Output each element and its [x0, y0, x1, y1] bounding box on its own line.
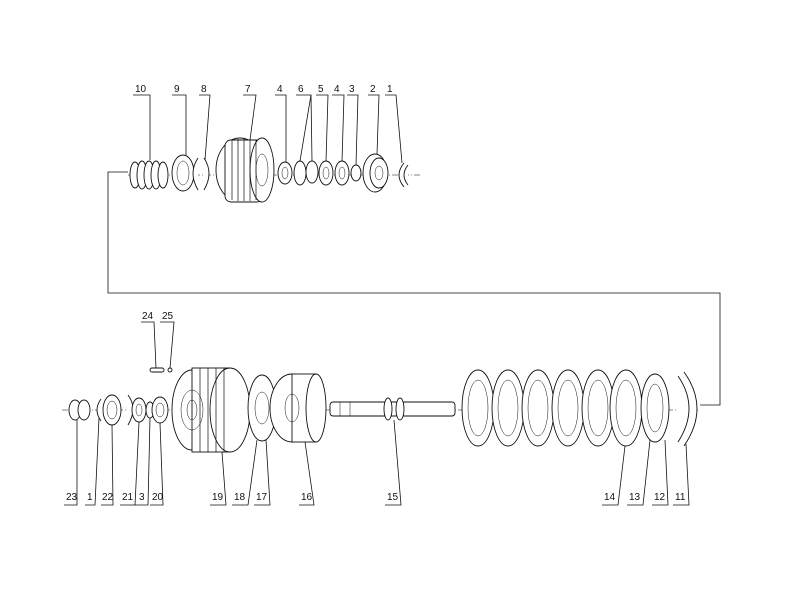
label-2: 2 — [370, 84, 376, 95]
label-22: 22 — [102, 492, 114, 503]
label-3: 3 — [349, 84, 355, 95]
mid-labels: 24 25 — [142, 311, 174, 322]
label-8: 8 — [201, 84, 207, 95]
label-5: 5 — [318, 84, 324, 95]
top-assembly — [128, 137, 420, 203]
label-15: 15 — [387, 492, 399, 503]
part-10-spring — [129, 160, 169, 190]
part-2-ball-bearing — [362, 153, 389, 193]
part-22-ring — [102, 394, 122, 426]
label-4-a: 4 — [277, 84, 283, 95]
part-12-plate — [640, 373, 670, 443]
part-3-washer — [350, 164, 362, 182]
label-4-b: 4 — [334, 84, 340, 95]
label-20: 20 — [152, 492, 164, 503]
part-24-25-pins — [149, 367, 173, 373]
label-16: 16 — [301, 492, 313, 503]
part-19-drum-gear — [171, 367, 251, 453]
label-7: 7 — [245, 84, 251, 95]
label-11: 11 — [675, 492, 686, 503]
part-7-gear — [215, 137, 275, 203]
label-18: 18 — [234, 492, 246, 503]
part-1-circlip-b — [96, 398, 102, 422]
label-6: 6 — [298, 84, 304, 95]
label-13: 13 — [629, 492, 641, 503]
part-11-circlip — [677, 371, 698, 447]
label-12: 12 — [654, 492, 666, 503]
part-1-circlip — [398, 162, 409, 188]
part-20-bearing — [151, 396, 169, 424]
label-1: 1 — [387, 84, 393, 95]
label-24: 24 — [142, 311, 154, 322]
label-19: 19 — [212, 492, 224, 503]
label-1-b: 1 — [87, 492, 93, 503]
label-10: 10 — [135, 84, 147, 95]
connector-frame — [107, 171, 721, 406]
part-6-washers — [293, 160, 319, 186]
bottom-labels: 23 1 22 21 3 20 19 18 17 16 15 14 13 12 … — [66, 492, 686, 503]
label-17: 17 — [256, 492, 268, 503]
part-9-ring — [171, 154, 195, 192]
part-16-hub-gear — [269, 373, 327, 443]
part-23-ring — [68, 399, 91, 421]
label-21: 21 — [122, 492, 134, 503]
part-5-ring — [318, 160, 334, 186]
top-labels: 10 9 8 7 4 6 5 4 3 2 1 — [135, 84, 393, 95]
label-23: 23 — [66, 492, 78, 503]
label-9: 9 — [174, 84, 180, 95]
part-21-bearing — [131, 397, 147, 423]
label-25: 25 — [162, 311, 174, 322]
label-14: 14 — [604, 492, 616, 503]
leader-lines — [64, 94, 690, 506]
part-8-snap-ring — [192, 157, 210, 191]
part-4-bearing-b — [334, 160, 350, 186]
part-4-bearing-a — [277, 161, 293, 185]
part-14-13-clutch-plates — [461, 369, 643, 447]
label-3-b: 3 — [139, 492, 145, 503]
part-15-shaft — [329, 397, 456, 421]
bottom-assembly — [62, 367, 700, 453]
